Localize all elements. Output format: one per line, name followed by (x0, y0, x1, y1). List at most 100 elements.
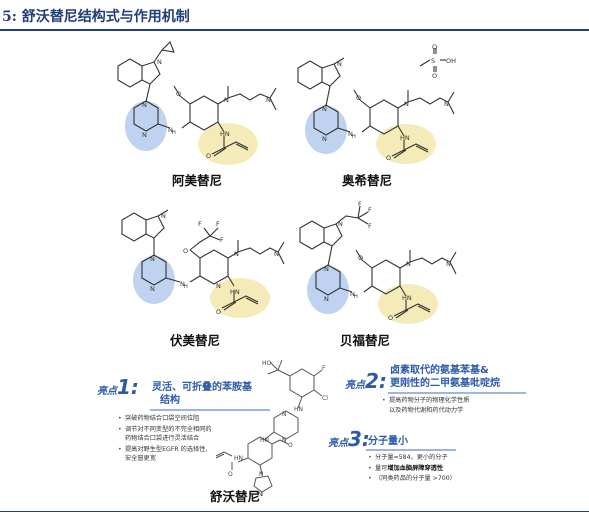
yellow-highlight (210, 278, 270, 318)
blue-highlight (125, 101, 167, 151)
atom-label: F (358, 200, 362, 208)
atom-label: N (161, 212, 166, 220)
highlight-1-underline (150, 409, 270, 411)
atom-label: N (142, 131, 147, 139)
atom-label: N (180, 280, 185, 288)
atom-label: HN (400, 134, 410, 142)
atom-label: O (388, 314, 393, 322)
highlight-1-title: 灵活、可折叠的苯胺基 结构 (152, 382, 252, 406)
blue-highlight (133, 256, 175, 304)
atom-label: N (406, 260, 411, 268)
drug-name-sunvozertinib: 舒沃替尼 (209, 489, 260, 504)
yellow-highlight (378, 284, 438, 324)
drug-name-almonertinib: 阿美替尼 (171, 173, 222, 188)
highlight-3-bullets: 分子量=584，更小的分子 量可增加血脑屏障穿透性 （同类药品的分子量 >700… (368, 453, 498, 485)
atom-label: N (258, 491, 263, 496)
atom-label: N (350, 290, 355, 298)
highlight-3-number: 3: (348, 427, 370, 451)
highlight-3-tag: 亮点 (328, 438, 348, 449)
atom-label: F (216, 220, 220, 228)
yellow-highlight (198, 123, 258, 165)
atom-label: N (259, 471, 264, 478)
highlight-3-underline (366, 449, 456, 451)
atom-label: N (150, 255, 155, 263)
figure-title: 5: 舒沃替尼结构式与作用机制 (2, 9, 190, 25)
atom-label: H (172, 130, 176, 136)
atom-label: O (432, 72, 437, 80)
atom-label: N (282, 411, 287, 418)
atom-label: HN (230, 288, 240, 296)
atom-label: N (444, 100, 449, 108)
atom-label: F (322, 365, 326, 372)
atom-label: O (432, 44, 437, 51)
atom-label: O (356, 94, 361, 102)
atom-label: OH (446, 57, 456, 65)
molecule-structure-osimertinib: N N N N H O N N HN O S O O OH (288, 44, 478, 168)
highlight-1-label: 亮点1: (97, 376, 139, 403)
atom-label: N (348, 130, 353, 138)
atom-label: N (224, 96, 229, 104)
blue-highlight (305, 106, 347, 154)
highlight-3-label: 亮点3: (328, 428, 370, 455)
atom-label: O (386, 154, 391, 162)
atom-label: N (274, 250, 279, 258)
atom-label: O (206, 152, 211, 160)
atom-label: HN (402, 294, 412, 302)
highlight-2-tag: 亮点 (345, 380, 365, 391)
highlight-1-bullets: 突破药物结合口袋空间位阻 调节对不同变型的不完全相同的药物结合口袋进行灵活结合 … (118, 414, 258, 465)
drug-name-furmonertinib: 伏美替尼 (169, 333, 220, 348)
atom-label: F (368, 206, 372, 214)
bullet-item: （同类药品的分子量 >700） (368, 474, 498, 484)
drug-name-osimertinib: 奥希替尼 (341, 173, 392, 188)
atom-label: N (150, 285, 155, 293)
atom-label: O (228, 471, 233, 478)
molecule-structure-furmonertinib: N N N N H O F F F N N N HN O (100, 198, 290, 328)
atom-label: H (184, 284, 188, 290)
molecule-structure-almonertinib: N N N N H O N N HN O (100, 36, 290, 168)
bullet-item: 分子量=584，更小的分子 (368, 453, 498, 463)
atom-label: O (176, 90, 181, 98)
atom-label: H (354, 294, 358, 300)
atom-label: S (431, 57, 435, 65)
atom-label: Cl (322, 395, 328, 402)
atom-label: N (404, 100, 409, 108)
atom-label: HN (220, 130, 230, 138)
highlight-3-title: 分子量小 (368, 436, 408, 447)
atom-label: N (324, 295, 329, 303)
blue-highlight (307, 266, 349, 314)
highlight-2-title: 卤素取代的氨基苯基& 更刚性的二甲氨基吡啶烷 (390, 365, 500, 389)
emphasis-text: 增加血脑屏障穿透性 (387, 464, 444, 472)
atom-label: F (198, 220, 202, 228)
atom-label: N (142, 101, 147, 109)
atom-label: N (446, 260, 451, 268)
highlight-1-number: 1: (117, 375, 139, 399)
atom-label: N (266, 96, 271, 104)
atom-label: N (157, 58, 162, 66)
highlight-2-label: 亮点2: (345, 370, 387, 397)
highlight-1-tag: 亮点 (97, 386, 117, 397)
molecule-structure-befotertinib: N F F F N N N H O N N HN O (288, 200, 478, 326)
atom-label: N (234, 250, 239, 258)
atom-label: N (282, 437, 287, 444)
atom-label: F (368, 222, 372, 230)
atom-label: N (216, 282, 221, 290)
atom-label: N (338, 220, 343, 228)
bullet-item: 量可增加血脑屏障穿透性 (368, 464, 498, 474)
atom-label: N (324, 265, 329, 273)
atom-label: N (337, 60, 342, 68)
drug-name-befotertinib: 贝福替尼 (339, 333, 390, 348)
atom-label: H (352, 134, 356, 140)
atom-label: HN (260, 437, 269, 444)
bullet-item: 提高对野生型EGFR 的选择性,安全窗更宽 (118, 445, 258, 464)
bottom-rule (0, 511, 589, 512)
atom-label: F (220, 236, 224, 244)
atom-label: N (322, 105, 327, 113)
top-rule (0, 29, 589, 31)
atom-label: HN (294, 406, 303, 413)
atom-label: N (168, 126, 173, 134)
bullet-item: 突破药物结合口袋空间位阻 (118, 414, 258, 424)
atom-label: O (358, 254, 363, 262)
